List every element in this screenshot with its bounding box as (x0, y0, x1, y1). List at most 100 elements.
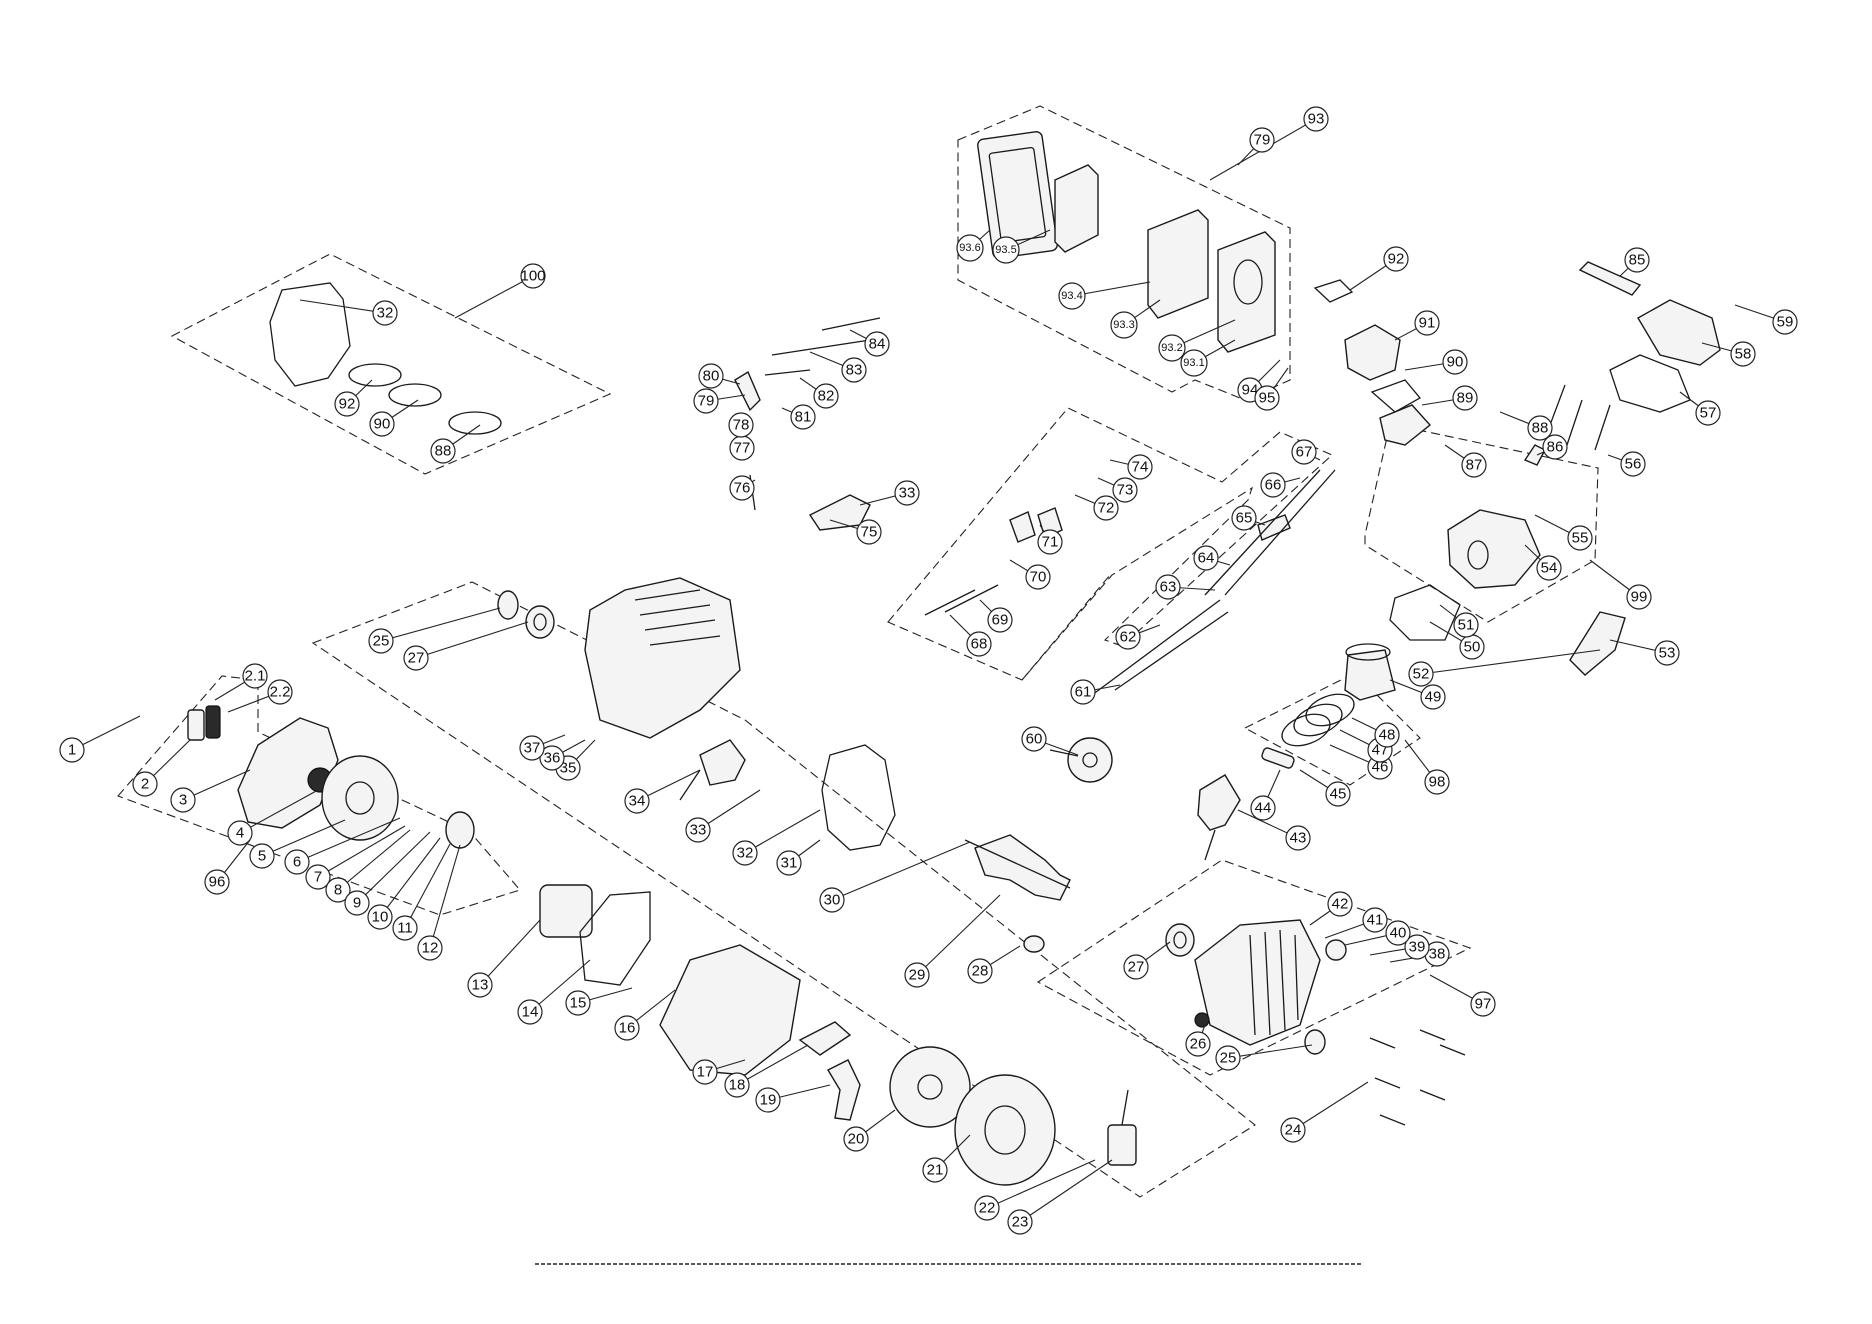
callout-label: 9 (353, 895, 361, 912)
callout-48: 48 (1374, 722, 1400, 748)
callout-91: 91 (1414, 310, 1440, 336)
callout-10: 10 (367, 904, 393, 930)
callout-label: 64 (1198, 550, 1215, 567)
callout-12: 12 (417, 935, 443, 961)
throttle-spring-84 (821, 317, 881, 331)
callout-label: 84 (869, 336, 886, 353)
callout-74: 74 (1127, 454, 1153, 480)
callout-label: 63 (1160, 579, 1177, 596)
crankcase-cover-97 (1194, 919, 1321, 1046)
group-outline-100 (170, 253, 612, 475)
callout-circle (520, 263, 546, 289)
valve-61 (1091, 599, 1221, 696)
callout-label: 12 (422, 940, 439, 957)
callout-circle (992, 236, 1020, 264)
callout-circle (1112, 477, 1138, 503)
callout-label: 82 (818, 388, 835, 405)
starter-pulley-5-hub (345, 781, 375, 815)
callout-circle (1110, 311, 1138, 339)
callout-40: 40 (1385, 920, 1411, 946)
callout-22: 22 (974, 1195, 1000, 1221)
callout-51: 51 (1453, 612, 1479, 638)
callout-label: 49 (1425, 689, 1442, 706)
flywheel-cover-21 (954, 1074, 1056, 1186)
callout-circle (755, 1087, 781, 1113)
callout-86: 86 (1542, 434, 1568, 460)
bearing-25-left (497, 590, 519, 620)
group-outline-valve-lower (1021, 574, 1111, 681)
callout-70: 70 (1025, 564, 1051, 590)
callout-label: 37 (524, 740, 541, 757)
callout-2-1: 2.1 (242, 663, 268, 689)
callout-label: 81 (795, 409, 812, 426)
callout-32: 32 (372, 300, 398, 326)
callout-circle (1127, 454, 1153, 480)
group-outline-97 (1036, 859, 1472, 1076)
starter-handle-2 (187, 709, 205, 741)
bearing-27-left-inner (533, 613, 547, 631)
leader-line-6 (296, 817, 401, 863)
callout-55: 55 (1567, 525, 1593, 551)
leader-line-7 (317, 825, 406, 878)
callout-88: 88 (1527, 415, 1553, 441)
callout-circle (367, 904, 393, 930)
callout-circle (1452, 385, 1478, 411)
valve-69 (944, 584, 999, 613)
callout-79: 79 (1249, 127, 1275, 153)
callout-circle (1215, 1045, 1241, 1071)
callout-label: 78 (733, 417, 750, 434)
callout-20: 20 (843, 1126, 869, 1152)
callout-label: 50 (1464, 639, 1481, 656)
callout-label: 18 (729, 1077, 746, 1094)
leader-line-32 (744, 809, 821, 854)
callout-label: 32 (377, 305, 394, 322)
callout-39: 39 (1404, 934, 1430, 960)
callout-circle (1291, 439, 1317, 465)
callout-24: 24 (1280, 1117, 1306, 1143)
callout-circle (392, 915, 418, 941)
callout-circle (372, 300, 398, 326)
callout-circle (1654, 640, 1680, 666)
callout-circle (417, 935, 443, 961)
ring-46 (1281, 713, 1331, 747)
leader-line-9 (356, 831, 431, 904)
callout-92: 92 (334, 391, 360, 417)
callout-2: 2 (132, 771, 158, 797)
gasket-92-top (348, 363, 402, 387)
callout-5: 5 (249, 843, 275, 869)
callout-circle (1730, 341, 1756, 367)
callout-label: 48 (1379, 727, 1396, 744)
callout-circle (539, 745, 565, 771)
callout-label: 87 (1466, 457, 1483, 474)
cylinder-head-54 (1447, 509, 1541, 589)
callout-circle (565, 990, 591, 1016)
callout-label: 11 (397, 920, 413, 937)
callout-99: 99 (1626, 584, 1652, 610)
callout-75: 75 (856, 519, 882, 545)
leader-line-11 (404, 843, 451, 929)
callout-label: 25 (1220, 1050, 1237, 1067)
callout-label: 25 (373, 633, 390, 650)
callout-92: 92 (1383, 246, 1409, 272)
callout-circle (325, 877, 351, 903)
bolt-56 (1594, 404, 1611, 451)
callout-circle (1424, 769, 1450, 795)
callout-circle (692, 1059, 718, 1085)
callout-1: 1 (59, 737, 85, 763)
callout-13: 13 (467, 972, 493, 998)
callout-8: 8 (325, 877, 351, 903)
callout-label: 56 (1625, 456, 1642, 473)
callout-label: 72 (1098, 500, 1115, 517)
callout-87: 87 (1461, 452, 1487, 478)
callout-label: 79 (1254, 132, 1271, 149)
callout-17: 17 (692, 1059, 718, 1085)
rocker-shaft-64 (1204, 469, 1321, 596)
callout-56: 56 (1620, 451, 1646, 477)
callout-34: 34 (624, 788, 650, 814)
callout-7: 7 (305, 864, 331, 890)
callout-circle (624, 788, 650, 814)
callout-30: 30 (819, 887, 845, 913)
callout-circle (1007, 1209, 1033, 1235)
callout-15: 15 (565, 990, 591, 1016)
